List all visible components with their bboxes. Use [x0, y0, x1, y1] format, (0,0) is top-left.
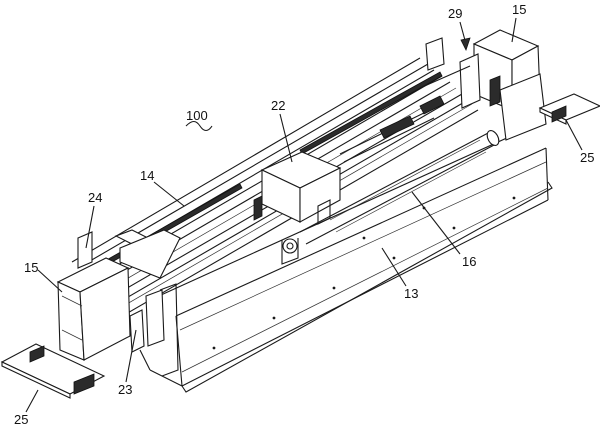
- label-14: 14: [140, 168, 154, 183]
- label-13: 13: [404, 286, 418, 301]
- label-25-right: 25: [580, 150, 594, 165]
- main-housing: [139, 131, 553, 393]
- label-23: 23: [118, 382, 132, 397]
- label-25-left: 25: [14, 412, 28, 427]
- carriage-block: [253, 151, 342, 225]
- left-mounting-plate: [0, 343, 106, 399]
- right-mounting-plate: [538, 93, 600, 125]
- label-15-right: 15: [512, 2, 526, 17]
- inner-shaft: [281, 95, 445, 265]
- leader-lines: [25, 17, 583, 413]
- cylinder-tube: [299, 130, 500, 245]
- left-end-bracket: [56, 229, 181, 361]
- label-24: 24: [88, 190, 102, 205]
- reference-numerals: 100 22 29 15 25 14 24 16 13 15 23 25: [14, 2, 594, 427]
- label-22: 22: [271, 98, 285, 113]
- label-16: 16: [462, 254, 476, 269]
- label-15-left: 15: [24, 260, 38, 275]
- right-end-bracket: [419, 29, 547, 141]
- label-100: 100: [186, 108, 208, 123]
- label-29: 29: [448, 6, 462, 21]
